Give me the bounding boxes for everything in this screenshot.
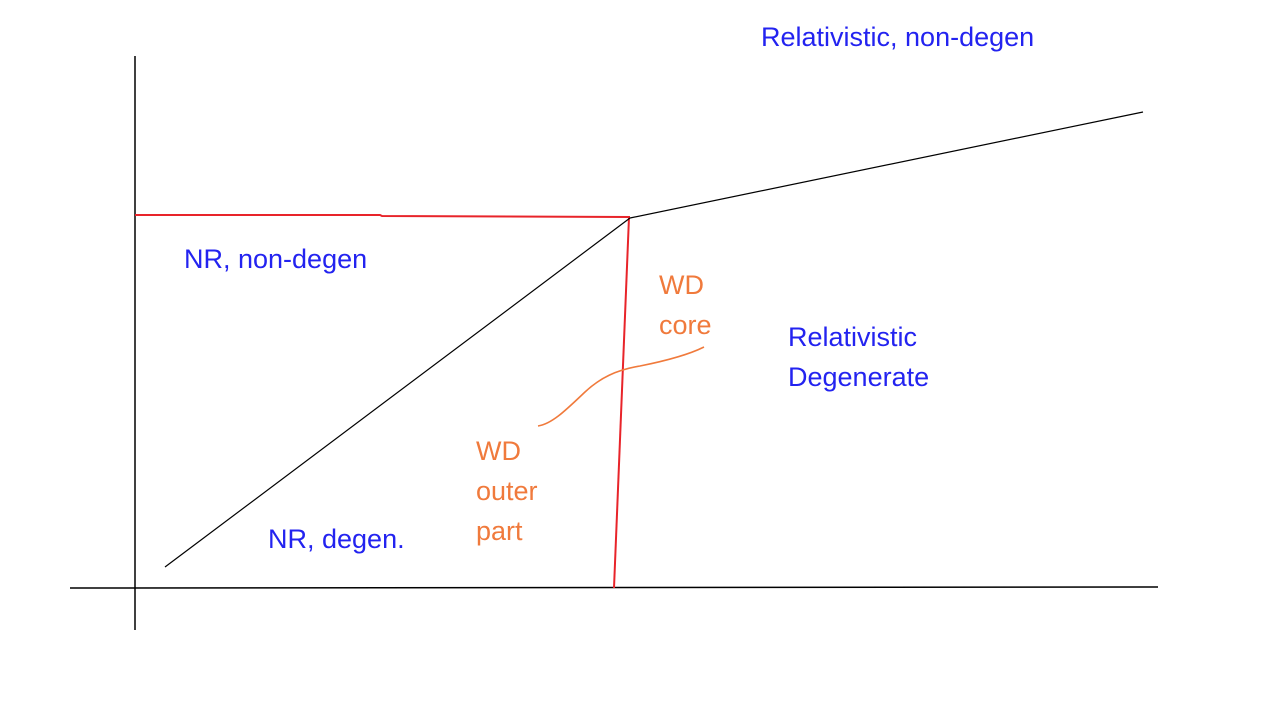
label-relativistic-non-degen: Relativistic, non-degen <box>761 22 1035 52</box>
label-relativistic-degenerate-line2: Degenerate <box>788 362 930 392</box>
degeneracy-line-nonrelativistic <box>164 217 631 568</box>
white-dwarf-connector <box>537 346 705 427</box>
degeneracy-line-relativistic <box>629 111 1144 219</box>
label-wd-outer-part: WD outer part <box>476 431 538 551</box>
nonrelativistic-top-boundary <box>135 214 631 218</box>
label-relativistic-degenerate: Relativistic Degenerate <box>788 317 929 397</box>
label-wd-core-line1: WD <box>659 270 704 300</box>
label-relativistic-degenerate-line1: Relativistic <box>788 322 918 352</box>
label-wd-outer-line2: outer <box>476 476 538 506</box>
label-wd-outer-line1: WD <box>476 436 521 466</box>
label-wd-core-line2: core <box>659 310 712 340</box>
relativistic-boundary <box>613 216 630 589</box>
label-wd-core: WD core <box>659 265 712 345</box>
label-nr-non-degen: NR, non-degen <box>184 244 368 274</box>
label-wd-outer-line3: part <box>476 516 523 546</box>
label-nr-degen: NR, degen. <box>268 524 405 554</box>
